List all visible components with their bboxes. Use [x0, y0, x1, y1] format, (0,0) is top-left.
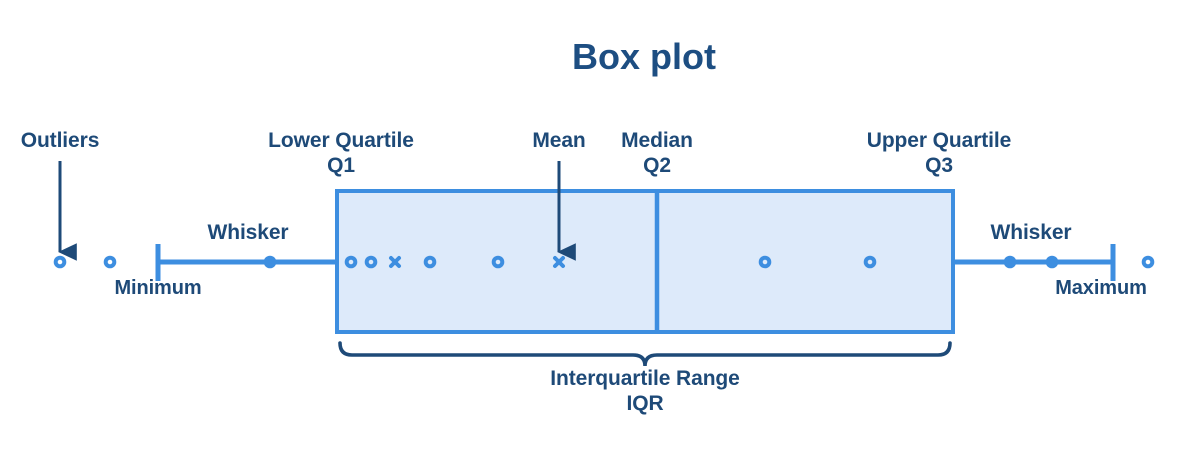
- data-point-marker: [1045, 255, 1059, 269]
- label-outliers: Outliers: [20, 129, 100, 152]
- iqr-brace: [338, 341, 952, 367]
- outlier-marker: [1141, 255, 1155, 269]
- label-maximum: Maximum: [1055, 277, 1147, 299]
- data-point-marker: [1003, 255, 1017, 269]
- label-minimum: Minimum: [114, 277, 202, 299]
- label-iqr-name: Interquartile Range: [550, 367, 740, 390]
- label-lower-quartile-text: Lower Quartile: [268, 129, 414, 152]
- data-point-marker: [863, 255, 877, 269]
- outlier-marker: [103, 255, 117, 269]
- chart-title: Box plot: [572, 36, 716, 77]
- label-iqr-code: IQR: [626, 391, 664, 415]
- outlier-marker: [53, 255, 67, 269]
- data-point-marker: [423, 255, 437, 269]
- label-whisker-left: Whisker: [207, 221, 289, 244]
- data-point-marker: [344, 255, 358, 269]
- data-point-marker: [491, 255, 505, 269]
- whisker-left: [155, 244, 340, 281]
- label-upper-quartile: Upper Quartile Q3: [866, 129, 1012, 179]
- label-lower-quartile: Lower Quartile Q1: [268, 129, 414, 179]
- label-median-text: Median: [621, 129, 693, 152]
- label-mean: Mean: [532, 129, 586, 152]
- label-whisker-right: Whisker: [990, 221, 1072, 244]
- label-upper-quartile-text: Upper Quartile: [866, 129, 1012, 152]
- label-lower-quartile-code: Q1: [327, 153, 355, 177]
- label-median-code: Q2: [643, 153, 671, 177]
- cross-marker: [389, 256, 401, 268]
- label-median: Median Q2: [621, 129, 693, 179]
- data-point-marker: [758, 255, 772, 269]
- data-point-marker: [263, 255, 277, 269]
- box-iqr-rect: [335, 189, 955, 334]
- data-point-marker: [364, 255, 378, 269]
- whisker-right: [950, 244, 1116, 281]
- label-upper-quartile-code: Q3: [925, 153, 953, 177]
- mean-cross-marker: [553, 256, 565, 268]
- label-iqr: Interquartile Range IQR: [550, 367, 740, 417]
